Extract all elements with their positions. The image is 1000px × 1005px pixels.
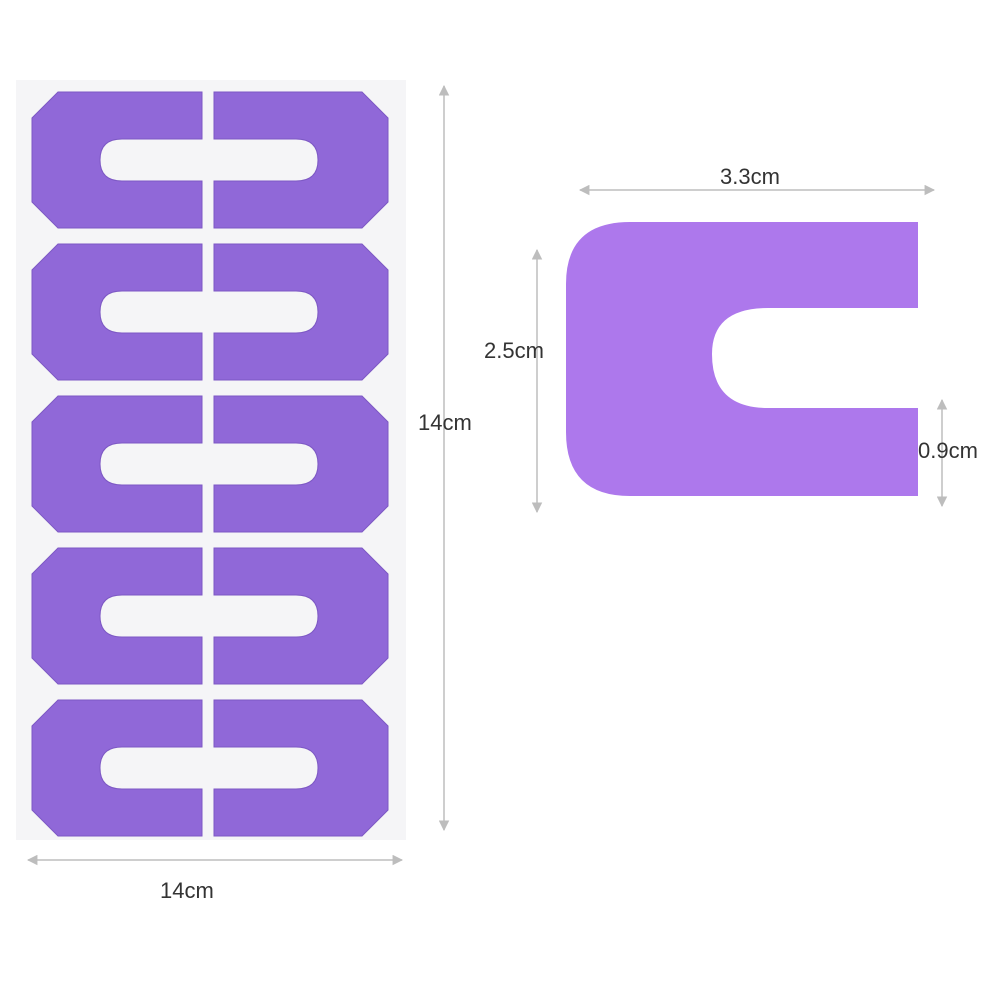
- sheet-height-label: 14cm: [418, 410, 472, 435]
- sticker-left-half: [31, 395, 203, 533]
- sticker-left-half: [31, 91, 203, 229]
- piece-width-label: 3.3cm: [720, 164, 780, 189]
- sticker-grid: [31, 91, 389, 837]
- piece-height-label: 2.5cm: [484, 338, 544, 363]
- sticker-right-half: [213, 699, 389, 837]
- single-sticker-piece: [566, 222, 918, 496]
- sticker-right-half: [213, 91, 389, 229]
- piece-opening-label: 0.9cm: [918, 438, 978, 463]
- sticker-left-half: [31, 547, 203, 685]
- sticker-right-half: [213, 243, 389, 381]
- sheet-width-label: 14cm: [160, 878, 214, 903]
- sticker-left-half: [31, 699, 203, 837]
- sticker-left-half: [31, 243, 203, 381]
- sticker-right-half: [213, 547, 389, 685]
- sticker-right-half: [213, 395, 389, 533]
